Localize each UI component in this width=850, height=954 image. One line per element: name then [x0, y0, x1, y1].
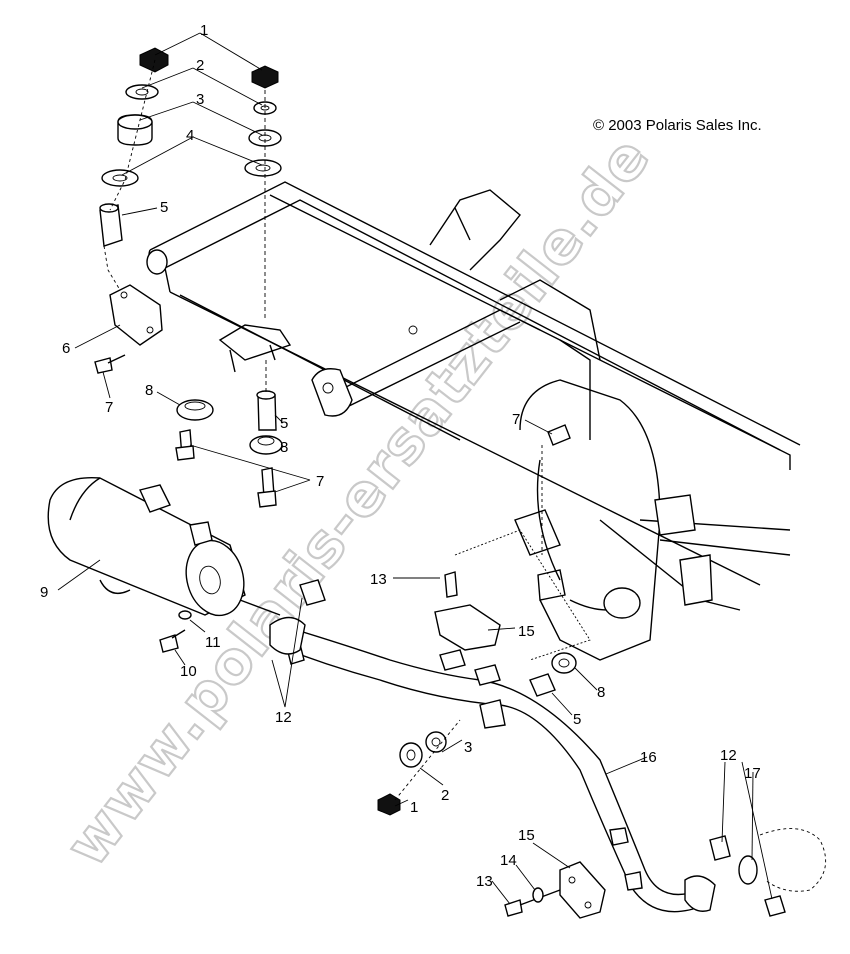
- callout-16: 16: [640, 749, 657, 766]
- callout-7-bottom: 7: [316, 473, 324, 490]
- callout-8-center: 8: [280, 439, 288, 456]
- callout-14: 14: [500, 852, 517, 869]
- muffler-bolt: [159, 610, 192, 653]
- callout-2-top: 2: [196, 57, 204, 74]
- callout-5-right: 5: [573, 711, 581, 728]
- callout-12-right: 12: [720, 747, 737, 764]
- callout-17: 17: [744, 765, 761, 782]
- copyright-text: © 2003 Polaris Sales Inc.: [593, 117, 762, 134]
- callout-5-center: 5: [280, 415, 288, 432]
- callout-5-top: 5: [160, 199, 168, 216]
- callout-8-left: 8: [145, 382, 153, 399]
- callout-9: 9: [40, 584, 48, 601]
- callout-1-top: 1: [200, 22, 208, 39]
- callout-3-top: 3: [196, 91, 204, 108]
- callout-15-lower: 15: [518, 827, 535, 844]
- callout-6: 6: [62, 340, 70, 357]
- callout-10: 10: [180, 663, 197, 680]
- callout-13-top: 13: [370, 571, 387, 588]
- leader-lines: [57, 32, 773, 905]
- frame: [146, 181, 801, 661]
- mount-hardware-left: [94, 47, 277, 508]
- bracket-hardware: [377, 571, 606, 919]
- callout-12-left: 12: [275, 709, 292, 726]
- mount-hardware-center: [244, 65, 283, 455]
- callout-labels: 1 2 3 4 5 6 7 8 5 8 7 7 9 11 10 12 13 15…: [40, 22, 761, 890]
- muffler: [47, 476, 281, 617]
- callout-7-frame: 7: [512, 411, 520, 428]
- callout-7-left: 7: [105, 399, 113, 416]
- callout-4: 4: [186, 127, 194, 144]
- callout-3-lower: 3: [464, 739, 472, 756]
- exhaust-pipe: [269, 579, 827, 917]
- callout-15-top: 15: [518, 623, 535, 640]
- callout-2-lower: 2: [441, 787, 449, 804]
- callout-8-right: 8: [597, 684, 605, 701]
- callout-13-lower: 13: [476, 873, 493, 890]
- callout-11: 11: [205, 634, 221, 651]
- callout-1-lower: 1: [410, 799, 418, 816]
